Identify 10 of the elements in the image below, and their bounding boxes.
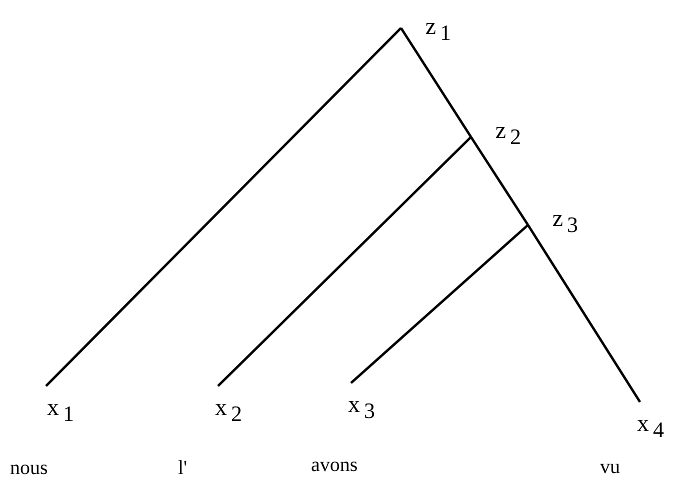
word-label: nous [10,458,48,478]
word-label: l' [178,458,188,478]
word-label: vu [600,457,620,477]
word-label: avons [311,455,358,475]
tree-branch-line [526,224,642,403]
tree-branch-line [350,224,529,384]
tree-branch-line [470,136,530,226]
tree-branch-line [217,136,472,387]
tree-branch-line [400,27,472,138]
tree-branch-line [45,27,402,387]
